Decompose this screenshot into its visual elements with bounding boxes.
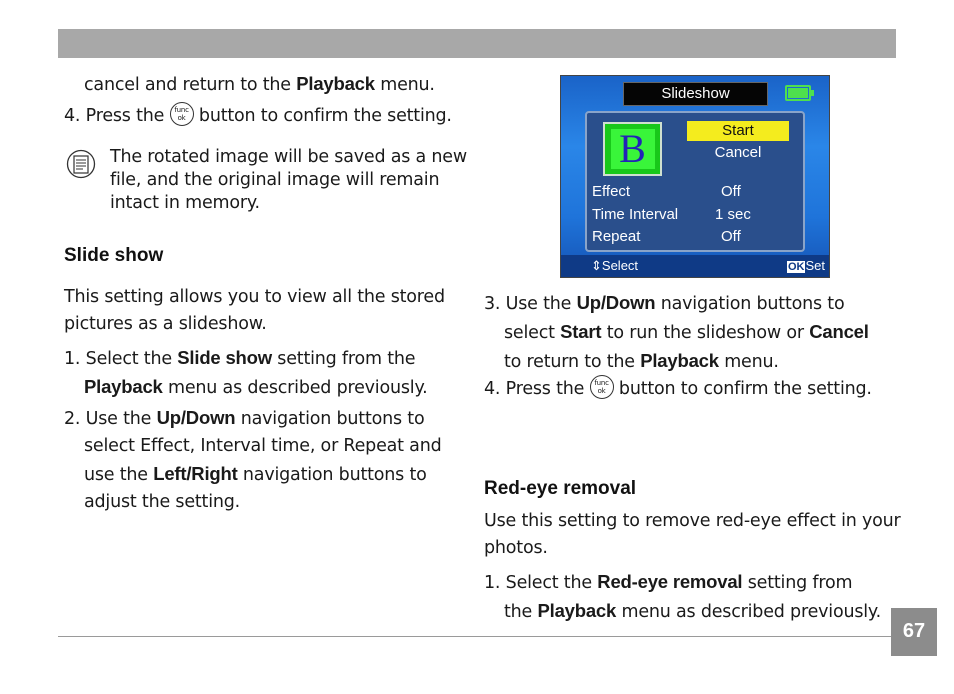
screen-title: Slideshow (623, 82, 768, 106)
section-title-slide-show: Slide show (64, 245, 164, 266)
updown-select-hint: ⇕Select (591, 258, 639, 273)
step-3-right: 3. Use the Up/Down navigation buttons to… (484, 292, 869, 372)
row-interval-label: Time Interval (592, 206, 679, 223)
option-start[interactable]: Start (687, 121, 789, 141)
row-interval-value[interactable]: 1 sec (715, 206, 751, 223)
note-text: The rotated image will be saved as a new… (110, 147, 467, 213)
row-repeat-value[interactable]: Off (721, 228, 741, 245)
camera-slideshow-screen: Slideshow B Start Cancel Effect Off Time… (560, 75, 830, 278)
updown-icon: ⇕ (591, 258, 602, 273)
section-title-red-eye: Red-eye removal (484, 478, 637, 499)
ok-set-hint: OKSet (786, 258, 825, 273)
note-icon (66, 149, 96, 179)
slide-show-intro: This setting allows you to view all the … (64, 287, 445, 334)
battery-icon (785, 85, 814, 101)
footer-rule (58, 636, 891, 637)
step-1-left: 1. Select the Slide show setting from th… (64, 347, 428, 398)
screen-footer: ⇕Select OKSet (561, 255, 829, 277)
red-eye-intro: Use this setting to remove red-eye effec… (484, 511, 901, 558)
header-bar (58, 29, 896, 58)
ok-icon: OK (786, 261, 806, 273)
row-effect-label: Effect (592, 183, 631, 200)
page-number: 67 (891, 608, 937, 656)
red-eye-step-1: 1. Select the Red-eye removal setting fr… (484, 571, 881, 622)
slideshow-panel: B Start Cancel Effect Off Time Interval … (585, 111, 805, 252)
continued-text: cancel and return to the Playback menu. (84, 73, 435, 95)
step-2-left: 2. Use the Up/Down navigation buttons to… (64, 407, 442, 512)
thumbnail: B (603, 122, 662, 176)
row-effect-value[interactable]: Off (721, 183, 741, 200)
row-repeat-label: Repeat (592, 228, 641, 245)
option-cancel[interactable]: Cancel (714, 144, 762, 161)
